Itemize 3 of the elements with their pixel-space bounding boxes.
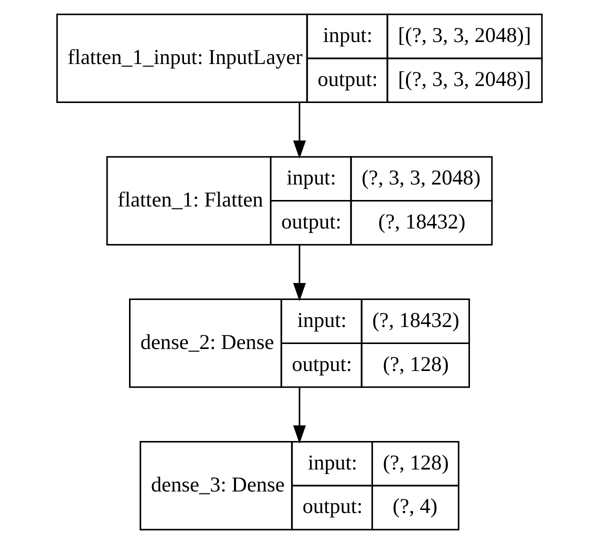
arrow [292,387,306,444]
arrow [292,244,306,302]
arrow [292,102,306,159]
